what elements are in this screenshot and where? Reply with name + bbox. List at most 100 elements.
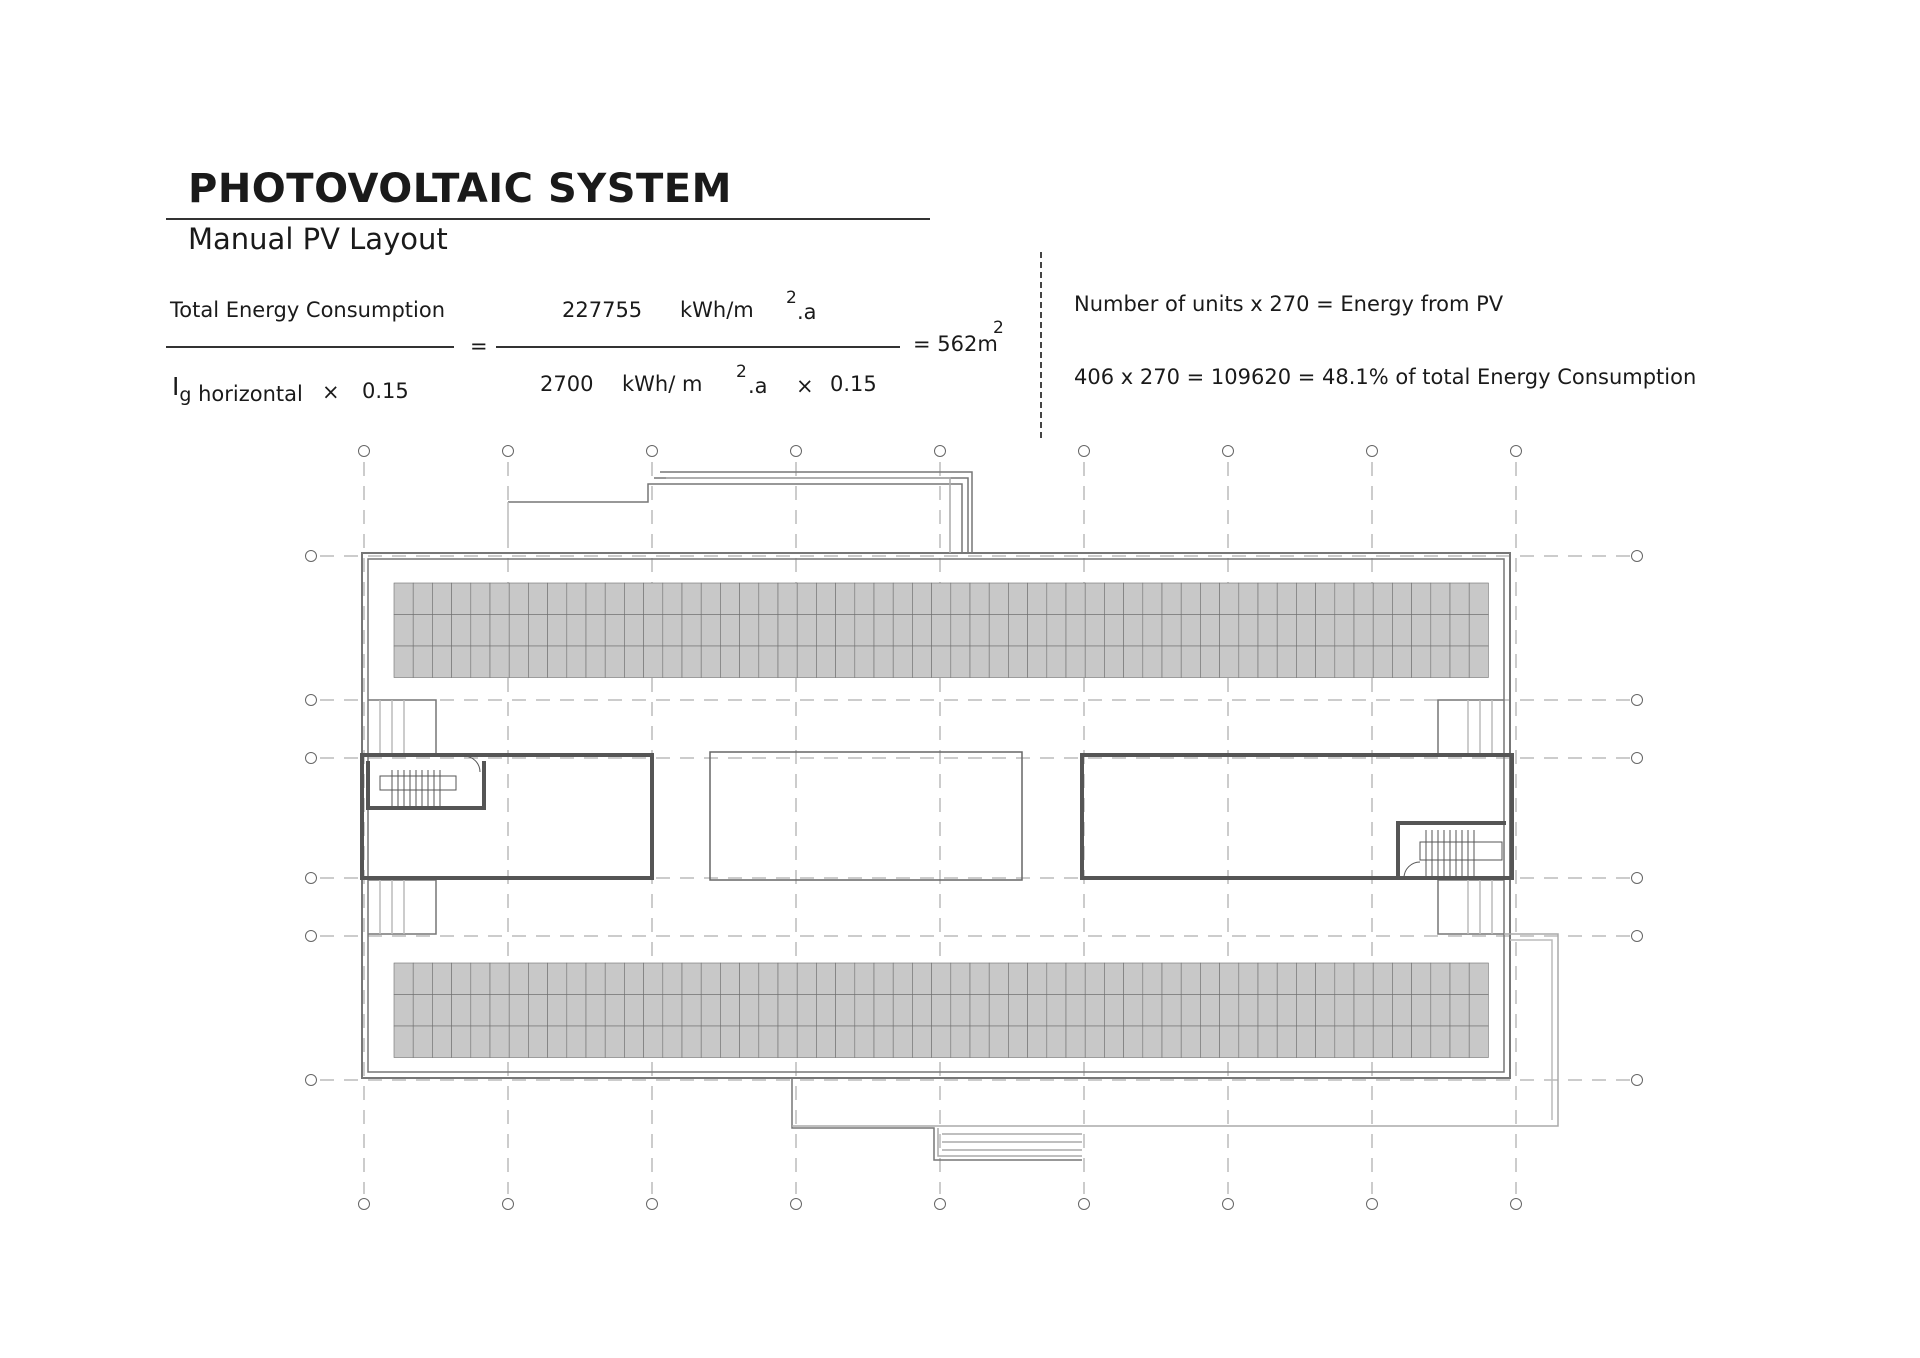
pv-panel — [1238, 962, 1259, 995]
pv-panel — [758, 994, 779, 1027]
pv-panel — [873, 645, 894, 678]
pv-panel — [1296, 614, 1316, 647]
pv-panel — [1353, 994, 1374, 1027]
pv-panel — [604, 962, 625, 995]
pv-panel — [931, 614, 952, 647]
pv-panel — [393, 614, 414, 647]
pv-panel — [1104, 1025, 1124, 1058]
pv-panel — [873, 994, 894, 1027]
formula-right-numerator-sup: 2 — [786, 288, 797, 308]
formula-left-factor: 0.15 — [362, 379, 409, 403]
pv-panel — [470, 645, 491, 678]
pv-panel — [585, 994, 606, 1027]
pv-panel — [412, 994, 433, 1027]
pv-panel — [643, 994, 664, 1027]
grid-bubble — [934, 445, 946, 457]
pv-panel — [777, 582, 798, 615]
grid-bubble — [358, 1198, 370, 1210]
pv-panel — [489, 994, 510, 1027]
pv-panel — [739, 994, 760, 1027]
pv-panel — [1430, 582, 1451, 615]
pv-panel — [451, 962, 472, 995]
pv-panel — [835, 645, 856, 678]
pv-panel — [1353, 962, 1374, 995]
pv-panel — [777, 645, 798, 678]
pv-panel — [1315, 1025, 1336, 1058]
pv-panel — [604, 645, 625, 678]
pv-panel — [432, 645, 452, 678]
pv-panel — [1276, 994, 1297, 1027]
pv-panel — [528, 994, 548, 1027]
grid-bubble — [502, 445, 514, 457]
formula-result-sup: 2 — [993, 318, 1004, 338]
pv-panel — [1315, 582, 1336, 615]
pv-panel — [720, 614, 740, 647]
pv-panel — [1392, 582, 1412, 615]
pv-panel — [1200, 614, 1220, 647]
pv-panel — [508, 614, 529, 647]
right-connector-bottom — [1437, 879, 1504, 935]
pv-panel — [1411, 962, 1432, 995]
pv-panel — [816, 645, 836, 678]
left-core-walls — [360, 753, 654, 880]
pv-panel — [1104, 962, 1124, 995]
pv-panel — [854, 994, 875, 1027]
pv-panel — [777, 1025, 798, 1058]
pv-arrays — [393, 582, 1489, 1058]
pv-panel — [969, 645, 990, 678]
pv-panel — [1200, 994, 1220, 1027]
pv-panel — [547, 645, 568, 678]
pv-panel — [1219, 645, 1240, 678]
pv-panel — [393, 994, 414, 1027]
pv-panel — [1161, 582, 1182, 615]
pv-panel — [1372, 1025, 1393, 1058]
pv-panel — [662, 962, 683, 995]
right-core-walls — [1080, 753, 1514, 880]
stair-details — [379, 755, 1503, 879]
grid-bubble — [1222, 1198, 1234, 1210]
roof-parapet-inner — [367, 558, 1505, 1073]
pv-panel — [1353, 582, 1374, 615]
pv-panel — [1296, 994, 1316, 1027]
pv-panel — [1065, 582, 1086, 615]
pv-panel — [1104, 645, 1124, 678]
pv-panel — [1315, 614, 1336, 647]
pv-panel — [585, 582, 606, 615]
pv-panel — [489, 645, 510, 678]
right-canopy — [792, 933, 1559, 1127]
pv-panel — [412, 1025, 433, 1058]
pv-panel — [1411, 645, 1432, 678]
pv-panel — [816, 962, 836, 995]
grid-bubble — [646, 1198, 658, 1210]
formula-right-numerator-value: 227755 — [562, 298, 643, 322]
grid-bubble — [305, 550, 317, 562]
pv-panel — [1027, 582, 1048, 615]
pv-panel — [508, 962, 529, 995]
door-swing — [463, 755, 481, 773]
pv-panel — [739, 614, 760, 647]
pv-panel — [969, 1025, 990, 1058]
pv-panel — [892, 614, 913, 647]
pv-panel — [931, 994, 952, 1027]
pv-panel — [566, 994, 587, 1027]
pv-panel — [816, 614, 836, 647]
pv-panel — [1161, 1025, 1182, 1058]
formula-right-fraction-bar — [496, 346, 900, 348]
pv-panel — [528, 614, 548, 647]
pv-panel — [643, 582, 664, 615]
pv-panel — [758, 614, 779, 647]
pv-panel — [566, 614, 587, 647]
pv-panel — [758, 582, 779, 615]
pv-panel — [643, 645, 664, 678]
bottom-canopy — [791, 1078, 1082, 1161]
grid-bubble — [305, 752, 317, 764]
pv-panel — [681, 645, 702, 678]
pv-panel — [528, 962, 548, 995]
pv-panel — [1046, 962, 1067, 995]
pv-panel — [912, 1025, 932, 1058]
pv-panel — [1334, 614, 1355, 647]
pv-panel — [1027, 1025, 1048, 1058]
formula-left-numerator: Total Energy Consumption — [170, 298, 445, 322]
pv-panel — [470, 962, 491, 995]
pv-panel — [624, 614, 644, 647]
